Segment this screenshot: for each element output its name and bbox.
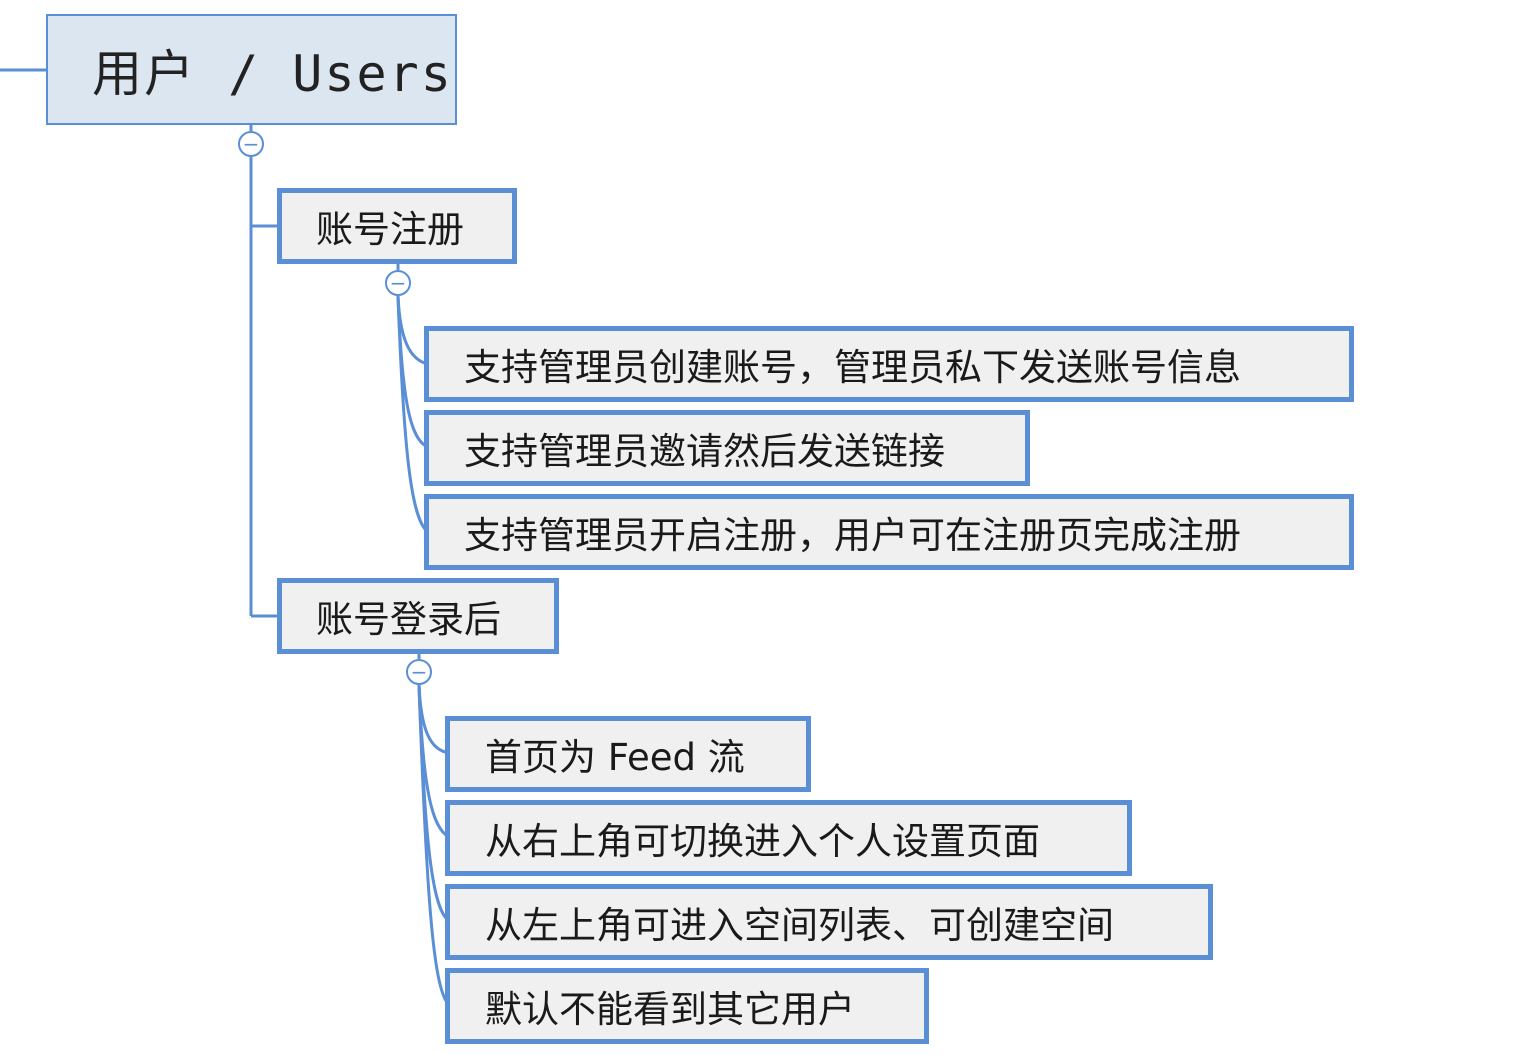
branch-1-child-3-curve xyxy=(417,684,451,1007)
leaf-node-label: 首页为 Feed 流 xyxy=(485,736,745,779)
root-node-label: 用户 / Users xyxy=(92,44,453,103)
leaf-node-label: 支持管理员邀请然后发送链接 xyxy=(464,430,945,473)
leaf-node-label: 支持管理员创建账号，管理员私下发送账号信息 xyxy=(464,346,1241,389)
root-node[interactable]: 用户 / Users xyxy=(46,14,457,125)
branch-node-account-registration[interactable]: 账号注册 xyxy=(277,188,517,264)
leaf-node-label: 从右上角可切换进入个人设置页面 xyxy=(485,820,1040,863)
leaf-node[interactable]: 从左上角可进入空间列表、可创建空间 xyxy=(445,884,1213,960)
branch-0-collapse-icon[interactable]: − xyxy=(385,270,411,296)
leaf-node[interactable]: 支持管理员邀请然后发送链接 xyxy=(424,410,1030,486)
leaf-node-label: 支持管理员开启注册，用户可在注册页完成注册 xyxy=(464,514,1241,557)
branch-0-child-2-curve xyxy=(396,295,429,534)
branch-1-collapse-icon[interactable]: − xyxy=(406,659,432,685)
leaf-node[interactable]: 支持管理员创建账号，管理员私下发送账号信息 xyxy=(424,326,1354,402)
leaf-node[interactable]: 首页为 Feed 流 xyxy=(445,716,811,792)
leaf-node[interactable]: 支持管理员开启注册，用户可在注册页完成注册 xyxy=(424,494,1354,570)
leaf-node[interactable]: 从右上角可切换进入个人设置页面 xyxy=(445,800,1132,876)
leaf-node-label: 从左上角可进入空间列表、可创建空间 xyxy=(485,904,1114,947)
branch-node-label: 账号注册 xyxy=(316,208,464,251)
leaf-node-label: 默认不能看到其它用户 xyxy=(485,988,855,1031)
branch-node-label: 账号登录后 xyxy=(316,598,501,641)
leaf-node[interactable]: 默认不能看到其它用户 xyxy=(445,968,929,1044)
root-collapse-icon[interactable]: − xyxy=(238,131,264,157)
branch-node-after-login[interactable]: 账号登录后 xyxy=(277,578,559,654)
